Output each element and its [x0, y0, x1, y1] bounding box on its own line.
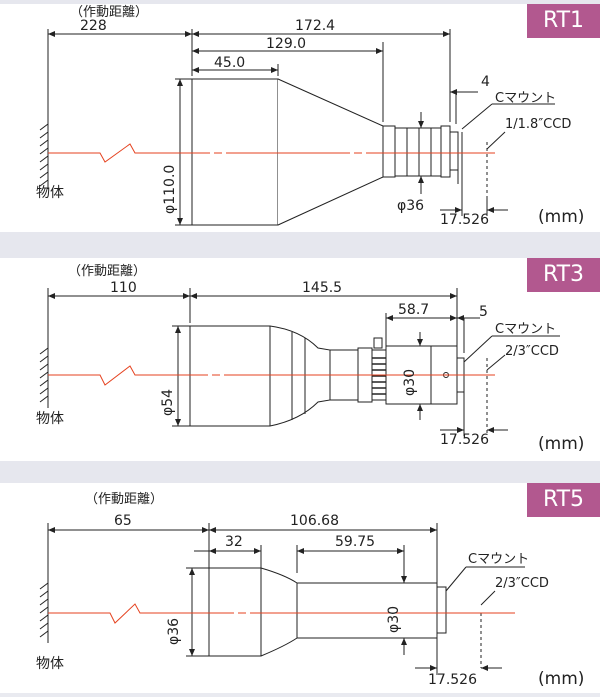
- lock-screw-rt3: [373, 337, 383, 349]
- object-label-rt3: 物体: [36, 411, 64, 427]
- panel-rt1: RT1: [0, 4, 600, 232]
- panel-gap-1: [0, 232, 600, 258]
- working-distance-rt1: 228: [80, 18, 107, 34]
- model-tag-rt3: RT3: [527, 258, 600, 292]
- mount-label-rt5: Cマウント: [468, 552, 529, 567]
- rear-diameter-rt5: φ30: [386, 606, 402, 633]
- drawing-rt3: （作動距離） 110 145.5 58.7 5 Cマウント 2/3″CCD φ5…: [36, 264, 584, 454]
- front-barrel-length-rt1: 45.0: [214, 55, 245, 71]
- front-barrel-length-rt5: 32: [225, 534, 243, 550]
- working-distance-rt5: 65: [114, 513, 132, 529]
- unit-rt3: (mm): [538, 434, 584, 454]
- sensor-label-rt5: 2/3″CCD: [495, 576, 549, 591]
- rear-diameter-rt3: φ30: [402, 369, 418, 396]
- working-distance-caption-rt5: （作動距離）: [85, 492, 163, 507]
- flange-back-rt1: 17.526: [440, 212, 489, 228]
- optical-axis-rt5: [48, 603, 515, 624]
- mount-label-rt1: Cマウント: [495, 91, 556, 106]
- object-label-rt1: 物体: [36, 185, 64, 201]
- model-tag-rt1: RT1: [527, 4, 600, 38]
- unit-rt5: (mm): [538, 669, 584, 689]
- rear-diameter-rt1: φ36: [397, 198, 424, 214]
- to-mount-length-rt1: 129.0: [266, 36, 306, 52]
- drawing-rt5: （作動距離） 65 106.68 32 59.75 Cマウント 2/3″CCD …: [36, 492, 584, 689]
- mount-label-rt3: Cマウント: [495, 322, 556, 337]
- optical-axis-rt1: [48, 143, 495, 163]
- panel-gap-2: [0, 461, 600, 483]
- panel-rt3: RT3: [0, 258, 600, 461]
- object-plane-rt3: [39, 343, 49, 408]
- object-plane-rt5: [39, 578, 49, 643]
- front-diameter-rt3: φ54: [160, 389, 176, 416]
- front-barrel-rt1: [191, 78, 279, 226]
- panel-rt5: RT5: [0, 483, 600, 693]
- cone-rt1: [277, 78, 384, 226]
- c-mount-rt5: [436, 586, 447, 634]
- object-plane-rt1: [39, 119, 49, 189]
- working-distance-caption-rt1: （作動距離）: [70, 5, 148, 20]
- front-diameter-rt1: φ110.0: [162, 165, 178, 214]
- sensor-label-rt1: 1/1.8″CCD: [505, 117, 571, 132]
- c-mount-rt1: [449, 131, 459, 171]
- mount-gap-rt3: 5: [479, 304, 488, 320]
- rear-barrel-length-rt3: 58.7: [398, 302, 429, 318]
- sensor-label-rt3: 2/3″CCD: [505, 344, 559, 359]
- rear-barrel-rt5: [296, 582, 438, 639]
- top-gap: [0, 0, 600, 4]
- drawing-rt1: （作動距離） 228 172.4 129.0 45.0 4 Cマウント 1/1.…: [36, 5, 584, 228]
- unit-rt1: (mm): [538, 207, 584, 227]
- total-length-rt5: 106.68: [290, 513, 339, 529]
- working-distance-rt3: 110: [110, 280, 137, 296]
- flange-back-rt3: 17.526: [440, 432, 489, 448]
- mount-gap-rt1: 4: [481, 74, 490, 90]
- front-diameter-rt5: φ36: [166, 618, 182, 645]
- total-length-rt1: 172.4: [295, 18, 335, 34]
- front-barrel-rt5: [208, 567, 298, 657]
- object-label-rt5: 物体: [36, 656, 64, 672]
- rear-barrel-length-rt5: 59.75: [335, 534, 375, 550]
- total-length-rt3: 145.5: [302, 280, 342, 296]
- flange-back-rt5: 17.526: [428, 672, 477, 688]
- working-distance-caption-rt3: （作動距離）: [68, 264, 146, 279]
- optical-axis-rt3: [48, 365, 495, 386]
- model-tag-rt5: RT5: [527, 483, 600, 517]
